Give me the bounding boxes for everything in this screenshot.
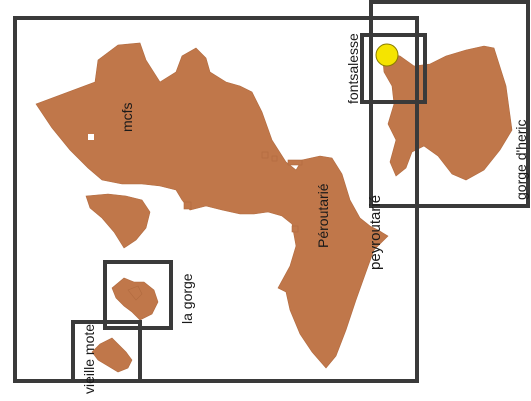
label-vieille-mote: vieille mote: [81, 324, 97, 394]
islet-3: [287, 159, 303, 166]
islet-2: [271, 155, 278, 162]
label-gorge-d-heric: gorge d'heric: [513, 120, 529, 201]
hole-1: [88, 134, 94, 140]
islet-1: [261, 151, 269, 159]
region-la-gorge-2: [127, 285, 143, 301]
region-west[interactable]: [85, 193, 151, 249]
label-peyroutarie: peyroutarié: [367, 195, 384, 270]
label-mcfs: mcfs: [119, 102, 135, 132]
frame-mcfs: [13, 16, 419, 383]
location-dot-icon[interactable]: [375, 43, 399, 67]
frame-vieille-mote: [71, 320, 142, 383]
region-gorge-d-heric[interactable]: [381, 45, 513, 181]
label-la-gorge: la gorge: [179, 273, 195, 324]
frame-fontsalesse: [360, 33, 427, 104]
region-main[interactable]: [35, 42, 389, 369]
islet-4: [183, 201, 192, 210]
label-peroutarie: Péroutarié: [315, 183, 331, 248]
label-fontsalesse: fontsalesse: [345, 33, 361, 104]
islet-5: [291, 225, 299, 233]
region-vieille-mote[interactable]: [91, 337, 133, 373]
